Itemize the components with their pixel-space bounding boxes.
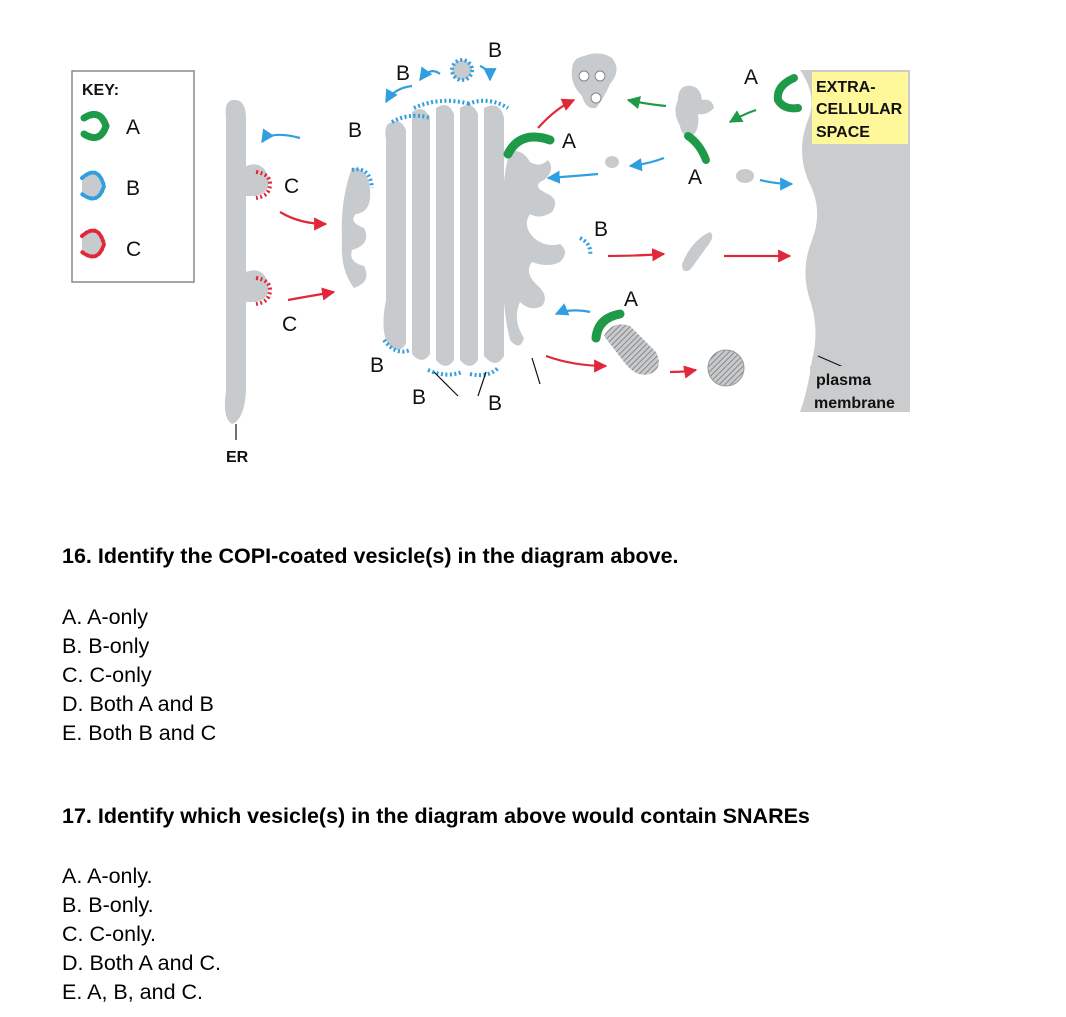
option-d[interactable]: D. Both A and C. [62,951,221,975]
key-label-b: B [126,177,140,200]
budding-vesicle [450,58,474,82]
secretory-granule [707,349,745,387]
option-d[interactable]: D. Both A and B [62,692,214,716]
vesicle-label-b-right: B [594,218,608,241]
vesicle-label-c1: C [284,175,299,198]
early-endosome [675,85,714,137]
extracellular-space-label: EXTRA- CELLULAR SPACE [812,72,908,144]
option-a[interactable]: A. A-only. [62,864,153,888]
vesicle-label-a-top-right: A [744,66,758,89]
blue-dotted-coat-icon [80,170,107,201]
vesicle-label-c2: C [282,313,297,336]
key-title: KEY: [82,82,119,99]
green-coat-icon [80,110,110,142]
option-c[interactable]: C. C-only [62,663,152,687]
key-label-c: C [126,238,141,261]
svg-text:SPACE: SPACE [816,124,870,141]
option-b[interactable]: B. B-only. [62,893,154,917]
vesicle-label-a-endo: A [688,166,702,189]
vesicle-label-b-top: B [488,39,502,62]
question-17-options: A. A-only. B. B-only. C. C-only. D. Both… [62,862,221,1007]
question-17-title: 17. Identify which vesicle(s) in the dia… [62,804,810,828]
vesicle-label-a-mid: A [562,130,576,153]
er-shape [224,99,273,425]
question-16-title: 16. Identify the COPI-coated vesicle(s) … [62,544,679,568]
vesicle-label-a-lower: A [624,288,638,311]
svg-text:EXTRA-: EXTRA- [816,79,876,96]
option-e[interactable]: E. Both B and C [62,721,217,745]
vesicle-label-b-left: B [370,354,384,377]
vesicle-transport-diagram: KEY: A B C ER C C [71,39,910,466]
option-c[interactable]: C. C-only. [62,922,156,946]
vesicle-label-b-bottom-mid: B [488,392,502,415]
plasma-membrane [800,70,910,412]
option-a[interactable]: A. A-only [62,605,149,629]
svg-text:plasma: plasma [816,372,871,389]
option-b[interactable]: B. B-only [62,634,150,658]
vesicle-label-b-top-right: B [348,119,362,142]
svg-text:membrane: membrane [814,395,895,412]
vesicle-label-b-bottom-left: B [412,386,426,409]
endosome [571,53,617,109]
golgi-stack [341,98,593,378]
svg-text:CELLULAR: CELLULAR [816,101,903,118]
vesicle-label-b-top-left: B [396,62,410,85]
key-label-a: A [126,116,140,139]
key-box: KEY: A B C [71,70,195,283]
red-dotted-coat-icon [80,228,107,259]
option-e[interactable]: E. A, B, and C. [62,980,204,1004]
question-16-options: A. A-only B. B-only C. C-only D. Both A … [62,603,216,748]
er-label: ER [226,449,249,466]
plasma-membrane-label: plasma membrane [810,366,908,412]
